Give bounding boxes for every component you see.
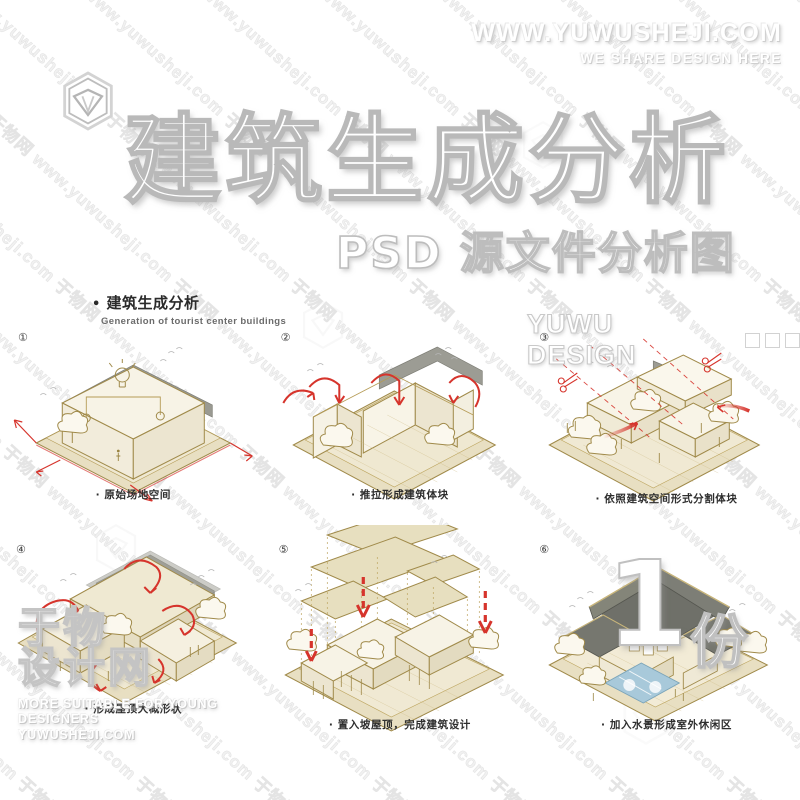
promo-tagline-line1: MORE SUITABLE FOR YOUNG [18, 696, 218, 711]
quantity-unit: 份 [689, 608, 749, 676]
step-diagram-3 [548, 338, 761, 502]
step-caption-5: · 置入坡屋顶，完成建筑设计 [328, 719, 471, 731]
step-diagram-5 [283, 525, 505, 732]
step-caption-2: · 推拉形成建筑体块 [351, 489, 449, 501]
promo-site: YUWUSHEJI.COM [18, 728, 136, 743]
step-number-2: ② [280, 331, 291, 344]
step-number-3: ③ [539, 331, 550, 344]
promo-brand-line1: 于物 [17, 603, 109, 652]
section-header: • 建筑生成分析 Generation of tourist center bu… [92, 292, 286, 327]
step-cell-1[interactable]: ① [0, 325, 267, 525]
site-url: WWW.YUWUSHEJI.COM [471, 19, 782, 47]
square-marks-icon [745, 332, 800, 348]
step-number-1: ① [18, 331, 28, 344]
step-grid: ① [0, 325, 800, 740]
bullet-icon: • [92, 297, 101, 312]
step-caption-4: · 形成屋顶大概形状 [84, 703, 183, 715]
yuwu-design-overlay: YUWU DESIGN [526, 308, 800, 371]
site-tagline: WE SHARE DESIGN HERE [580, 51, 782, 67]
step-diagram-4 [17, 550, 238, 704]
step-caption-3: · 依照建筑空间形式分割体块 [595, 493, 738, 505]
step-cell-4[interactable]: ④ [0, 525, 267, 740]
step-number-5: ⑤ [278, 543, 289, 556]
section-title-text: 建筑生成分析 [106, 294, 200, 312]
section-title-en: Generation of tourist center buildings [101, 316, 287, 327]
step-cell-6[interactable]: ⑥ [533, 525, 800, 740]
ghost-logo-icon [302, 300, 344, 350]
site-branding: WWW.YUWUSHEJI.COM WE SHARE DESIGN HERE [471, 19, 782, 67]
page-subtitle: PSD 源文件分析图 [335, 228, 736, 279]
step-diagram-2 [282, 346, 496, 500]
step-cell-2[interactable]: ② [267, 325, 534, 525]
step-diagram-6 [548, 566, 769, 722]
ghost-logo-icon [522, 120, 564, 170]
step-caption-1: · 原始场地空间 [95, 489, 172, 501]
promo-tagline-line2: DESIGNERS [18, 712, 99, 727]
step-cell-5[interactable]: ⑤ [267, 525, 534, 740]
promo-block: 于物 设计网 MORE SUITABLE FOR YOUNG DESIGNERS… [17, 603, 218, 744]
step-cell-3[interactable]: ③ [533, 325, 800, 525]
step-row-1: ① [0, 325, 800, 525]
hexagon-check-logo-icon [63, 71, 113, 131]
step-row-2: ④ [0, 525, 800, 740]
step-number-4: ④ [16, 543, 26, 556]
yuwu-design-text: YUWU DESIGN [526, 308, 637, 370]
section-title-cn: • 建筑生成分析 [92, 292, 286, 313]
promo-brand-line2: 设计网 [17, 642, 154, 692]
quantity-number: 1 [605, 535, 689, 673]
promo-tagline: MORE SUITABLE FOR YOUNG DESIGNERS YUWUSH… [18, 697, 218, 744]
step-diagram-1 [13, 347, 253, 502]
page-title: 建筑生成分析 [123, 104, 730, 217]
step-caption-6: · 加入水景形成室外休闲区 [601, 719, 732, 731]
step-number-6: ⑥ [539, 543, 550, 556]
